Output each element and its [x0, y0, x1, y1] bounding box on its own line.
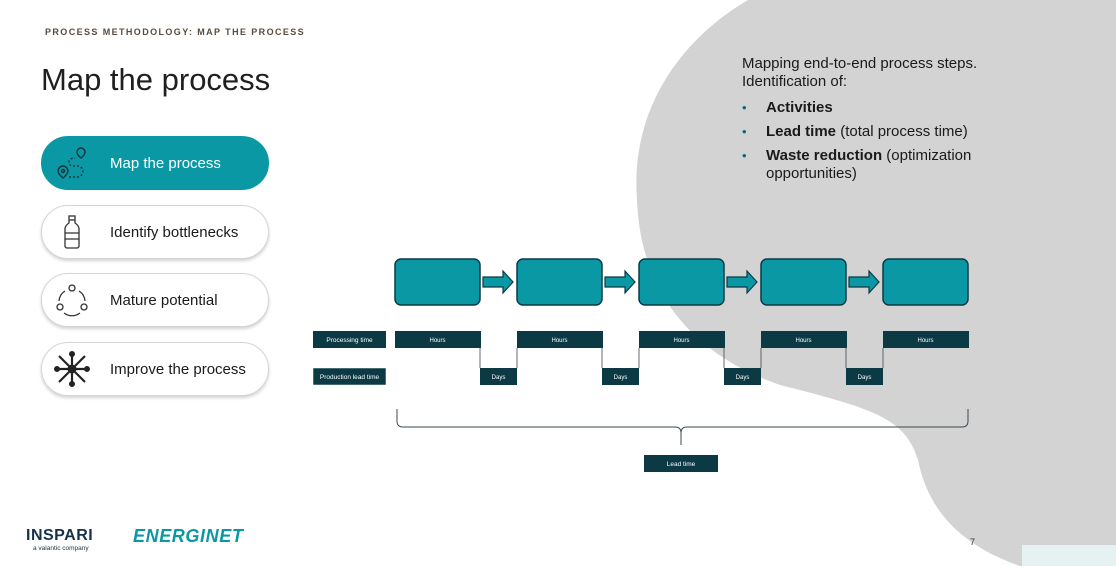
days-tag: [724, 368, 761, 385]
nav-item-label: Mature potential: [110, 291, 218, 309]
bullet-waste-reduction: •Waste reduction (optimization opportuni…: [742, 147, 972, 182]
nav-item-map-the-process[interactable]: Map the process: [41, 136, 269, 190]
days-tag: [480, 368, 517, 385]
timeline-connector: [479, 348, 518, 368]
process-arrow: [482, 269, 514, 295]
cycle-people-icon: [52, 280, 92, 320]
inspari-tagline: a valantic company: [33, 545, 89, 552]
process-step-box: [516, 258, 603, 306]
hours-label: Hours: [673, 338, 689, 344]
processing-time-tag: [313, 331, 386, 348]
production-lead-time-label: Production lead time: [320, 374, 380, 381]
timeline-connector: [601, 348, 640, 368]
description-intro: Mapping end-to-end process steps. Identi…: [742, 55, 978, 90]
process-step-box: [760, 258, 847, 306]
days-tag: [846, 368, 883, 385]
bottle-icon: [52, 212, 92, 252]
nav-item-improve-the-process[interactable]: Improve the process: [41, 342, 269, 396]
processing-time-label: Processing time: [326, 337, 373, 344]
page-number: 7: [970, 537, 976, 547]
nav-item-identify-bottlenecks[interactable]: Identify bottlenecks: [41, 205, 269, 259]
hours-label: Hours: [917, 338, 933, 344]
hours-label: Hours: [551, 338, 567, 344]
inspari-logo: INSPARI: [26, 527, 94, 544]
page-title: Map the process: [41, 62, 271, 97]
process-arrow: [848, 269, 880, 295]
process-step-box: [638, 258, 725, 306]
section-kicker: PROCESS METHODOLOGY: MAP THE PROCESS: [45, 27, 306, 37]
bullet-lead-time: •Lead time (total process time): [742, 123, 968, 140]
lead-time-brace: [396, 409, 969, 445]
days-tag: [602, 368, 639, 385]
process-step-box: [882, 258, 969, 306]
days-label: Days: [492, 375, 506, 381]
description-bullets: •Activities •Lead time (total process ti…: [742, 99, 1002, 183]
process-step-box: [394, 258, 481, 306]
map-route-icon: [52, 143, 92, 183]
timeline-connector: [845, 348, 884, 368]
days-label: Days: [858, 375, 872, 381]
hours-tag: [761, 331, 847, 348]
hours-tag: [883, 331, 969, 348]
process-arrow: [726, 269, 758, 295]
hours-label: Hours: [429, 338, 445, 344]
nav-item-label: Improve the process: [110, 360, 246, 378]
timeline-connector: [723, 348, 762, 368]
hours-tag: [517, 331, 603, 348]
team-hands-icon: [52, 349, 92, 389]
days-label: Days: [736, 375, 750, 381]
nav-item-label: Map the process: [110, 154, 221, 172]
hours-tag: [395, 331, 481, 348]
days-label: Days: [614, 375, 628, 381]
energinet-logo: ENERGINET: [133, 526, 244, 546]
bullet-activities: •Activities: [742, 99, 833, 116]
nav-item-label: Identify bottlenecks: [110, 223, 239, 241]
hours-label: Hours: [795, 338, 811, 344]
hours-tag: [639, 331, 725, 348]
description-panel: Mapping end-to-end process steps. Identi…: [742, 55, 1002, 189]
process-arrow: [604, 269, 636, 295]
nav-item-mature-potential[interactable]: Mature potential: [41, 273, 269, 327]
lead-time-label: Lead time: [667, 461, 696, 468]
production-lead-time-tag: [312, 367, 387, 386]
lead-time-tag: [644, 455, 718, 472]
